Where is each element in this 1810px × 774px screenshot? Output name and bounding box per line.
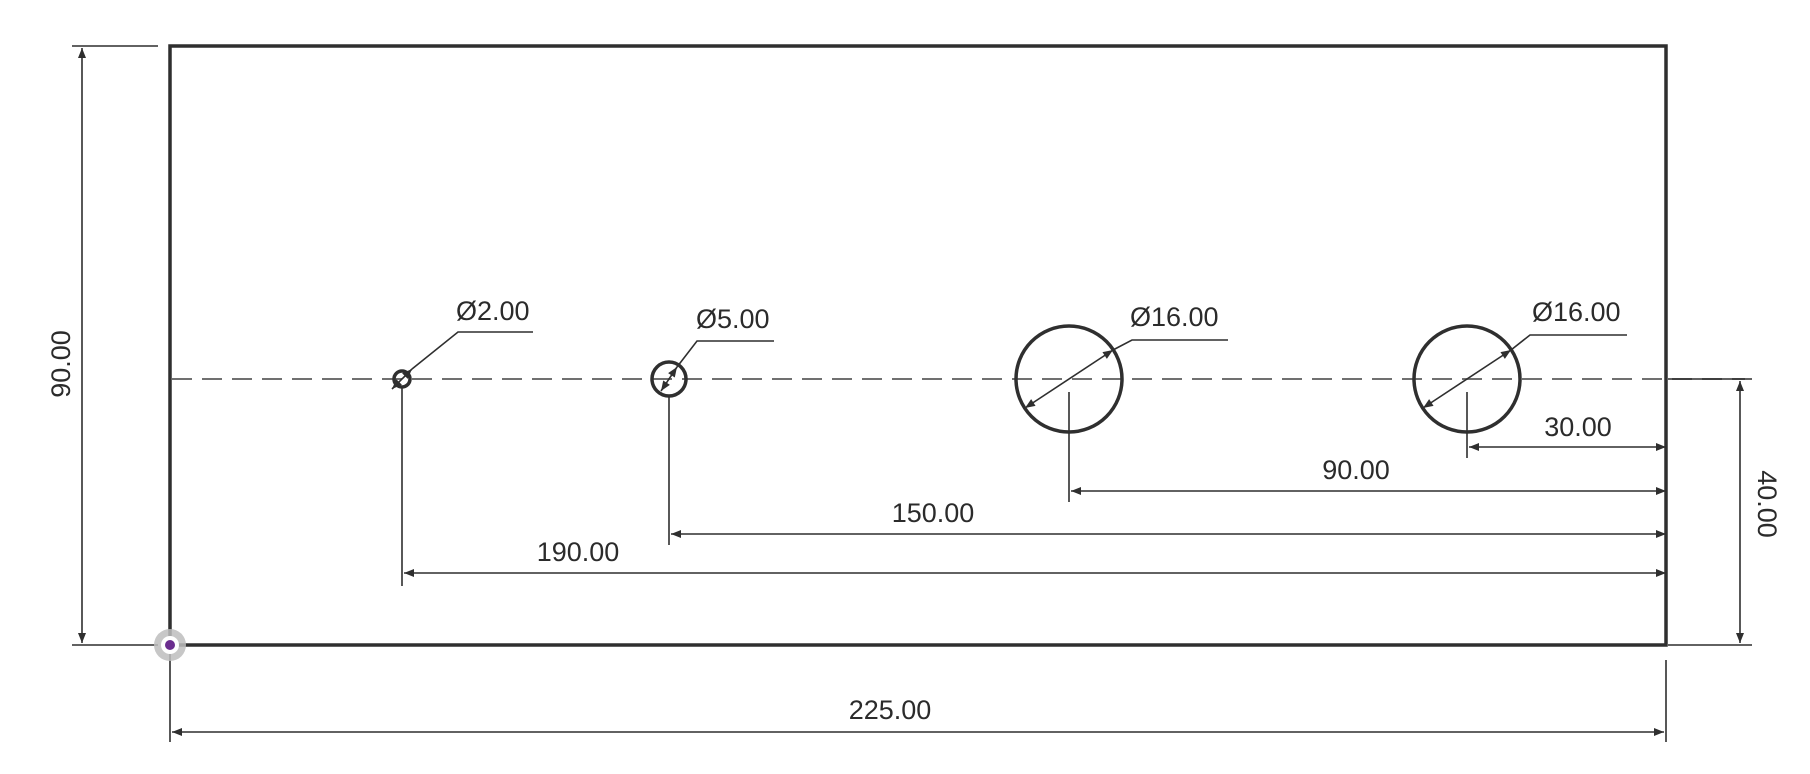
dimension-150[interactable]: 150.00: [668, 396, 1666, 545]
dimension-30[interactable]: 30.00: [1466, 392, 1666, 458]
dimension-90[interactable]: 90.00: [1068, 392, 1666, 502]
hole-3-diameter-line: [1024, 349, 1114, 409]
hole-3[interactable]: Ø16.00: [1014, 302, 1228, 434]
dimension-height-label[interactable]: 90.00: [46, 330, 76, 398]
origin-point[interactable]: [154, 629, 186, 661]
dimension-90-label[interactable]: 90.00: [1322, 455, 1390, 485]
hole-2-diameter-line: [660, 366, 678, 392]
hole-3-leader: [1112, 339, 1228, 351]
hole-4-diameter-line: [1422, 349, 1512, 409]
dimension-centerline-offset[interactable]: 40.00: [1668, 378, 1782, 646]
hole-2-diameter-label[interactable]: Ø5.00: [696, 304, 770, 334]
hole-1-diameter-line: [391, 368, 413, 390]
hole-1-leader: [411, 331, 533, 370]
part-outline[interactable]: [168, 44, 1668, 647]
hole-3-diameter-label[interactable]: Ø16.00: [1130, 302, 1219, 332]
dimension-offset-label[interactable]: 40.00: [1752, 470, 1782, 538]
hole-2-leader: [676, 340, 774, 368]
hole-1-diameter-label[interactable]: Ø2.00: [456, 296, 530, 326]
hole-4-leader: [1510, 334, 1627, 351]
dimension-190[interactable]: 190.00: [401, 387, 1666, 586]
dimension-width-label[interactable]: 225.00: [849, 695, 932, 725]
hole-1[interactable]: Ø2.00: [391, 296, 533, 390]
dimension-150-label[interactable]: 150.00: [892, 498, 975, 528]
dimension-30-label[interactable]: 30.00: [1544, 412, 1612, 442]
dimension-190-label[interactable]: 190.00: [537, 537, 620, 567]
dimension-width[interactable]: 225.00: [169, 645, 1667, 742]
dimension-height[interactable]: 90.00: [46, 45, 158, 646]
origin-point-dot[interactable]: [165, 640, 175, 650]
hole-4-diameter-label[interactable]: Ø16.00: [1532, 297, 1621, 327]
hole-2[interactable]: Ø5.00: [650, 304, 774, 398]
